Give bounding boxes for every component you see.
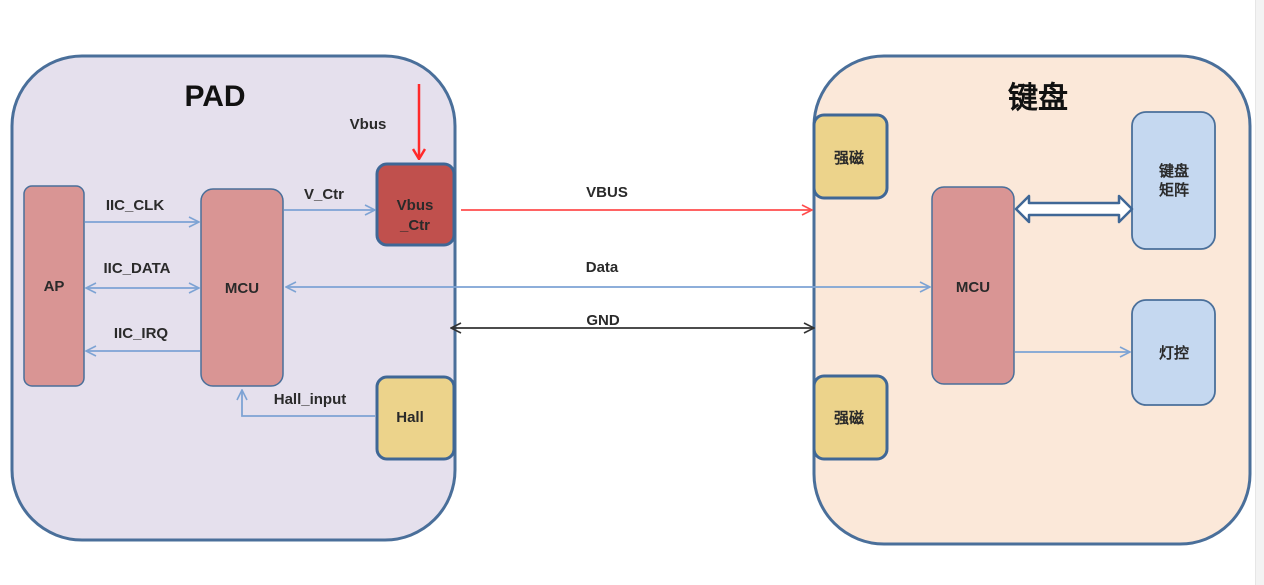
hall-input-arrow (242, 390, 375, 417)
mcu-matrix-bus-arrow (1014, 194, 1134, 224)
data-link-label: Data (586, 259, 619, 276)
pad-signals: IIC_CLK IIC_DATA IIC_IRQ V_Ctr Hall_inpu… (85, 186, 375, 417)
window-edge-strip (1255, 0, 1264, 585)
light-control-block: 灯控 (1131, 299, 1216, 406)
hall-label: Hall (396, 409, 424, 426)
ap-block: AP (23, 185, 85, 387)
magnet-top-label: 强磁 (834, 149, 864, 167)
pad-mcu-block: MCU (200, 188, 284, 387)
magnet-top-block: 强磁 (812, 113, 889, 200)
keyboard-matrix-label-line2: 矩阵 (1159, 181, 1189, 199)
light-control-label: 灯控 (1159, 344, 1189, 362)
magnet-bottom-block: 强磁 (812, 374, 889, 461)
keyboard-mcu-label: MCU (956, 279, 990, 296)
vbus-ctr-label-line2: _Ctr (399, 217, 430, 234)
hall-input-label: Hall_input (274, 391, 347, 408)
interconnect-links: VBUS Data GND (286, 184, 930, 329)
iic-clk-label: IIC_CLK (106, 197, 165, 214)
keyboard-title: 键盘 (1008, 81, 1068, 116)
v-ctr-label: V_Ctr (304, 186, 344, 203)
vbus-input-label: Vbus (350, 116, 387, 133)
iic-data-label: IIC_DATA (104, 260, 171, 277)
keyboard-mcu-block: MCU (931, 186, 1015, 385)
pad-mcu-label: MCU (225, 280, 259, 297)
vbus-link-label: VBUS (586, 184, 628, 201)
pad-title: PAD (184, 80, 245, 113)
hall-block: Hall (375, 375, 456, 461)
keyboard-matrix-block: 键盘 矩阵 (1131, 111, 1216, 250)
keyboard-matrix-label-line1: 键盘 (1158, 162, 1189, 180)
iic-irq-label: IIC_IRQ (114, 325, 169, 342)
ap-label: AP (44, 278, 65, 295)
magnet-bottom-label: 强磁 (834, 409, 864, 427)
vbus-input: Vbus (350, 84, 419, 158)
vbus-ctr-block: Vbus _Ctr (375, 162, 456, 247)
vbus-ctr-label-line1: Vbus (397, 197, 434, 214)
gnd-link-label: GND (586, 312, 620, 329)
